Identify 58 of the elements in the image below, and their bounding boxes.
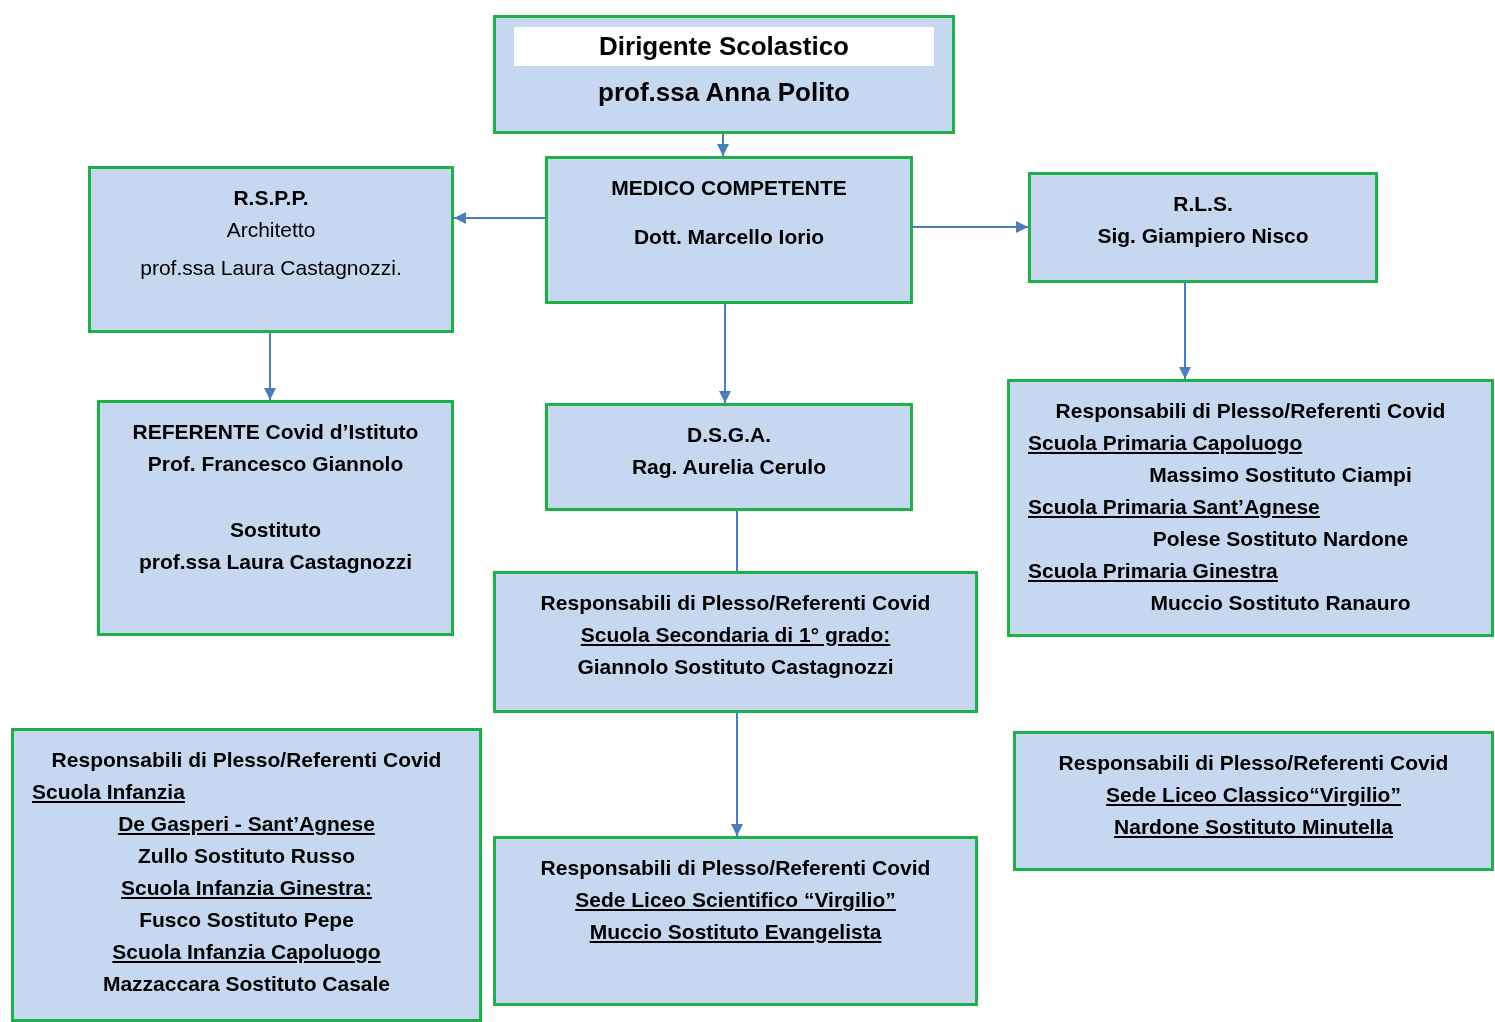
box-text: Fusco Sostituto Pepe (139, 907, 354, 933)
box-text: R.S.P.P. (233, 185, 309, 211)
box-text: Scuola Primaria Ginestra (1028, 558, 1278, 584)
role-box (545, 156, 913, 304)
arrow (717, 133, 729, 157)
box-text: prof.ssa Anna Polito (598, 76, 850, 108)
box-text: Rag. Aurelia Cerulo (631, 454, 827, 480)
role-box (545, 403, 913, 511)
box-text: prof.ssa Laura Castagnozzi. (140, 255, 402, 281)
arrow (912, 221, 1029, 233)
box-text: Giannolo Sostituto Castagnozzi (577, 654, 894, 680)
box-text: MEDICO COMPETENTE (611, 175, 847, 201)
arrow (264, 332, 276, 401)
box-text: Responsabili di Plesso/Referenti Covid (540, 855, 931, 881)
responsible-box (493, 571, 978, 713)
role-box (97, 400, 454, 636)
responsible-box (1007, 379, 1494, 637)
connector-line (736, 510, 738, 572)
box-text: D.S.G.A. (687, 422, 771, 448)
arrow (719, 303, 731, 404)
box-text: Sostituto (230, 517, 321, 543)
box-text: Responsabili di Plesso/Referenti Covid (1058, 750, 1449, 776)
box-text: Sede Liceo Scientifico “Virgilio” (575, 887, 896, 913)
box-text: Muccio Sostituto Evangelista (589, 919, 882, 945)
box-text: R.L.S. (1173, 191, 1233, 217)
box-text: Responsabili di Plesso/Referenti Covid (1055, 398, 1446, 424)
responsible-box (1013, 731, 1494, 871)
box-text: Dott. Marcello Iorio (633, 224, 825, 250)
box-text: Scuola Secondaria di 1° grado: (580, 622, 891, 648)
box-text: Sig. Giampiero Nisco (1097, 223, 1309, 249)
arrow (731, 712, 743, 837)
box-text: REFERENTE Covid d’Istituto (132, 419, 419, 445)
box-text: Scuola Primaria Sant’Agnese (1028, 494, 1320, 520)
box-text: Scuola Infanzia (32, 779, 185, 805)
box-text: Nardone Sostituto Minutella (1114, 814, 1393, 840)
box-text: Mazzaccara Sostituto Casale (102, 971, 391, 997)
box-text: Polese Sostituto Nardone (1152, 526, 1409, 552)
responsible-box (493, 836, 978, 1006)
box-text: Massimo Sostituto Ciampi (1149, 462, 1412, 488)
box-text: Responsabili di Plesso/Referenti Covid (51, 747, 442, 773)
box-text: Prof. Francesco Giannolo (147, 451, 404, 477)
box-text: Architetto (226, 217, 316, 243)
box-text: Scuola Infanzia Ginestra: (121, 875, 372, 901)
responsible-box (11, 728, 482, 1022)
box-text: prof.ssa Laura Castagnozzi (138, 549, 413, 575)
box-text: Scuola Primaria Capoluogo (1028, 430, 1303, 456)
role-box (1028, 172, 1378, 283)
box-text: Muccio Sostituto Ranauro (1150, 590, 1411, 616)
role-box (88, 166, 454, 333)
head-box (493, 15, 955, 134)
box-text: Sede Liceo Classico“Virgilio” (1106, 782, 1401, 808)
box-text: Zullo Sostituto Russo (138, 843, 355, 869)
arrow (453, 212, 546, 224)
arrow (1179, 282, 1191, 380)
box-text: Responsabili di Plesso/Referenti Covid (540, 590, 931, 616)
title-band: Dirigente Scolastico (514, 27, 934, 66)
box-text: Scuola Infanzia Capoluogo (112, 939, 381, 965)
box-text: De Gasperi - Sant’Agnese (118, 811, 375, 837)
